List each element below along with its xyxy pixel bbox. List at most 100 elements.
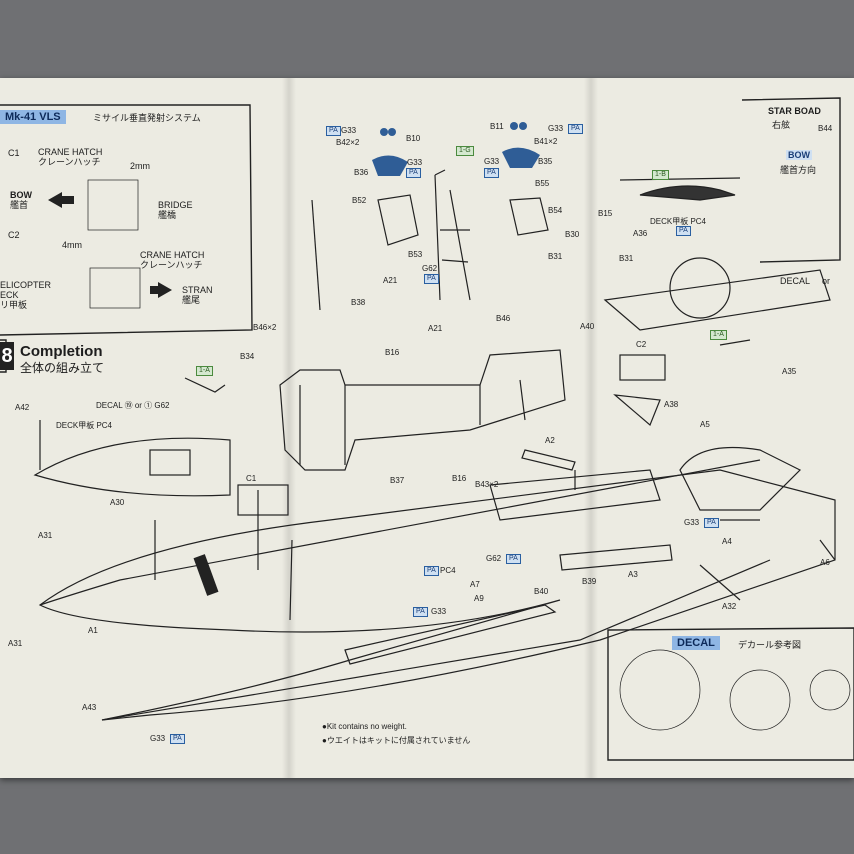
label-stern-jp: 艦尾	[182, 295, 201, 305]
part-label: C1	[246, 474, 257, 483]
paint-tag: PA	[506, 554, 521, 564]
paint-tag: PA	[170, 734, 185, 744]
decal-or-label: DECAL	[780, 276, 811, 286]
part-label: B11	[490, 122, 504, 131]
part-label: B15	[598, 209, 613, 218]
part-label: PC4	[440, 566, 456, 575]
decal-title-jp: デカール参考図	[738, 640, 802, 650]
part-label: A6	[820, 558, 830, 567]
label-deck: ECK	[0, 290, 19, 300]
part-label: B54	[548, 206, 563, 215]
label-crane-hatch-jp-2: クレーンハッチ	[140, 260, 203, 270]
part-label: G33	[150, 734, 166, 743]
part-label: B34	[240, 352, 255, 361]
part-label: G33	[484, 157, 500, 166]
dim-2mm: 2mm	[130, 161, 150, 171]
part-label: B16	[452, 474, 467, 483]
part-label: DECAL ⑲ or ① G62	[96, 401, 170, 410]
label-heli-jp: リ甲板	[0, 300, 28, 310]
part-label: A5	[700, 420, 710, 429]
color-tag: 1-B	[652, 170, 669, 180]
part-label: C2	[636, 340, 647, 349]
part-label: A7	[470, 580, 480, 589]
starboard-title-jp: 右舷	[772, 120, 791, 130]
label-bridge-jp: 艦橋	[158, 210, 177, 220]
part-label: A42	[15, 403, 30, 412]
part-label: A9	[474, 594, 484, 603]
part-label: G62	[486, 554, 502, 563]
label-c1: C1	[8, 148, 20, 158]
part-b44: B44	[818, 124, 833, 133]
part-label: A4	[722, 537, 732, 546]
part-label: B30	[565, 230, 580, 239]
fold-crease	[584, 78, 598, 778]
paint-tag: PA	[704, 518, 719, 528]
part-label: A31	[8, 639, 23, 648]
part-label: A21	[428, 324, 443, 333]
part-label: A21	[383, 276, 398, 285]
starboard-bow-dir: 艦首方向	[780, 165, 817, 175]
paint-tag: PA	[424, 566, 439, 576]
label-crane-hatch: CRANE HATCH	[38, 147, 103, 157]
part-label: B52	[352, 196, 367, 205]
part-label: B38	[351, 298, 366, 307]
part-label: A31	[38, 531, 53, 540]
part-label: B16	[385, 348, 400, 357]
paint-tag: PA	[406, 168, 421, 178]
part-label: B10	[406, 134, 421, 143]
part-label: A30	[110, 498, 125, 507]
step-title: Completion	[20, 343, 103, 360]
part-label: B46×2	[253, 323, 277, 332]
label-helicopter: ELICOPTER	[0, 280, 52, 290]
note-weight-jp: ●ウエイトはキットに付属されていません	[322, 736, 471, 745]
part-label: B55	[535, 179, 550, 188]
part-label: G33	[407, 158, 423, 167]
color-tag: 1-A	[196, 366, 213, 376]
part-label: DECK甲板 PC4	[650, 217, 707, 226]
vls-title-jp: ミサイル垂直発射システム	[93, 113, 201, 123]
label-c2: C2	[8, 230, 20, 240]
part-label: B40	[534, 587, 549, 596]
fold-crease	[282, 78, 296, 778]
note-weight-en: ●Kit contains no weight.	[322, 722, 407, 731]
part-label: A2	[545, 436, 555, 445]
part-label: B31	[548, 252, 563, 261]
part-label: B42×2	[336, 138, 360, 147]
part-label: DECK甲板 PC4	[56, 421, 113, 430]
starboard-bow: BOW	[786, 150, 812, 160]
part-label: A32	[722, 602, 737, 611]
paint-tag: PA	[484, 168, 499, 178]
paint-tag: PA	[326, 126, 341, 136]
paint-tag: PA	[676, 226, 691, 236]
part-label: G33	[431, 607, 447, 616]
part-label: G62	[422, 264, 438, 273]
part-label: B46	[496, 314, 511, 323]
label-bow-jp: 艦首	[10, 200, 29, 210]
paint-tag: PA	[413, 607, 428, 617]
paint-tag: PA	[424, 274, 439, 284]
label-bow: BOW	[10, 190, 32, 200]
label-bridge: BRIDGE	[158, 200, 193, 210]
part-label: G33	[684, 518, 700, 527]
part-label: A43	[82, 703, 97, 712]
part-label: A1	[88, 626, 98, 635]
starboard-title: STAR BOAD	[768, 106, 821, 116]
part-label: B53	[408, 250, 423, 259]
part-label: A40	[580, 322, 595, 331]
dim-4mm: 4mm	[62, 240, 82, 250]
color-tag: 1-A	[710, 330, 727, 340]
step-number: 8	[0, 342, 14, 370]
label-stern: STRAN	[182, 285, 213, 295]
part-label: A38	[664, 400, 679, 409]
part-label: G33	[548, 124, 564, 133]
part-label: B35	[538, 157, 553, 166]
part-label: A35	[782, 367, 797, 376]
part-label: A3	[628, 570, 638, 579]
part-label: G33	[341, 126, 357, 135]
part-label: B36	[354, 168, 369, 177]
color-tag: 1-G	[456, 146, 474, 156]
label-crane-hatch-jp: クレーンハッチ	[38, 157, 101, 167]
decal-title: DECAL	[672, 636, 720, 650]
part-label: B37	[390, 476, 405, 485]
